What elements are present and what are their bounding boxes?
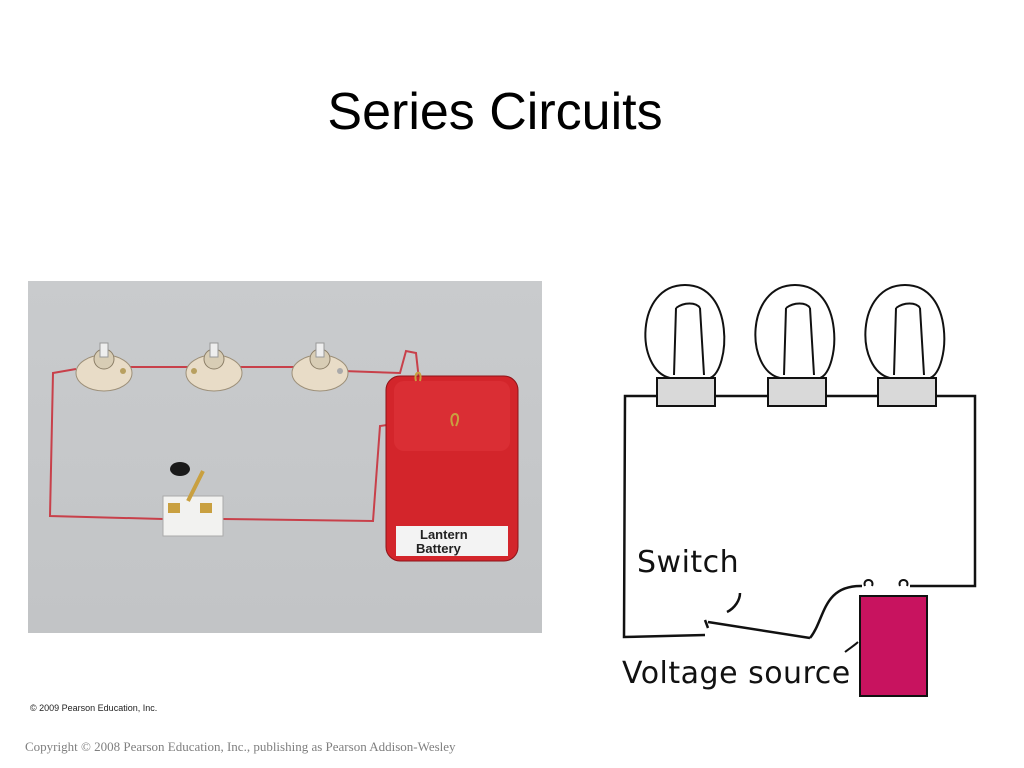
circuit-photo-drawing: Lantern Battery: [48, 342, 519, 562]
photo-bulb-socket-3: [291, 342, 349, 392]
diagram-bulb-1: [644, 283, 726, 407]
slide-title: Series Circuits: [327, 83, 663, 141]
battery-label-1: Lantern: [420, 527, 468, 542]
photo-credit: © 2009 Pearson Education, Inc.: [30, 703, 158, 713]
photo-bulb-socket-1: [75, 342, 133, 392]
voltage-source-label: Voltage source: [622, 656, 851, 691]
circuit-photo: Lantern Battery: [28, 281, 542, 633]
battery-label-2: Battery: [416, 541, 462, 556]
series-circuit-diagram: [622, 283, 977, 697]
diagram-voltage-source: [844, 579, 928, 697]
photo-bulb-socket-2: [185, 342, 243, 392]
copyright-footer: Copyright © 2008 Pearson Education, Inc.…: [25, 739, 456, 754]
photo-wire: [48, 368, 164, 520]
switch-label: Switch: [637, 545, 740, 580]
photo-wire: [342, 349, 421, 390]
photo-lantern-battery: Lantern Battery: [385, 371, 519, 562]
diagram-wire: [622, 394, 706, 639]
diagram-bulb-3: [864, 283, 946, 407]
diagram-switch: [703, 584, 863, 640]
photo-knife-switch: [162, 462, 224, 537]
diagram-wire: [910, 394, 977, 588]
diagram-bulb-2: [754, 283, 836, 407]
